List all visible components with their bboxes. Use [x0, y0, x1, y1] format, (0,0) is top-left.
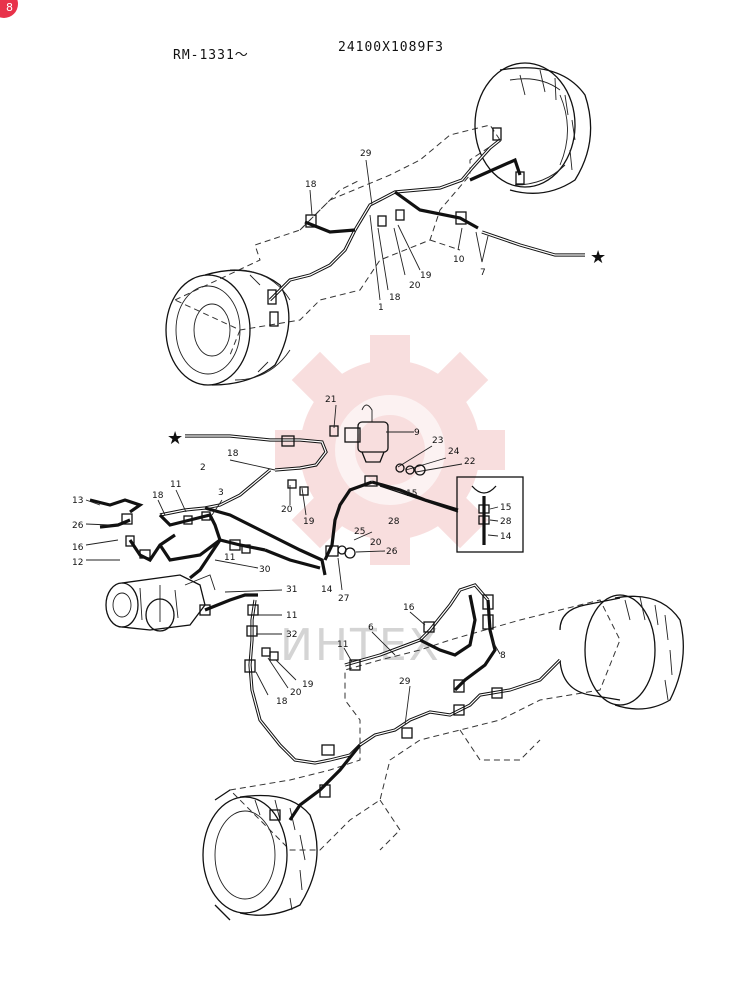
callout-23: 23	[432, 436, 443, 446]
callout-14-mid: 14	[321, 585, 333, 595]
corner-badge: 8	[0, 0, 18, 18]
callout-7-top: 7	[480, 268, 486, 278]
detail-inset-box	[456, 476, 524, 553]
callout-29-bottom: 29	[399, 677, 411, 687]
callout-18-bottom: 18	[276, 697, 288, 707]
callout-11-left-c: 11	[286, 611, 297, 621]
callout-15-mid: 15	[406, 489, 417, 499]
callout-9: 9	[414, 428, 420, 438]
callout-13: 13	[72, 496, 83, 506]
callout-31: 31	[286, 585, 297, 595]
brake-valve-assembly	[89, 498, 266, 632]
callout-20-mid-b: 20	[370, 538, 382, 548]
callout-19-bottom: 19	[302, 680, 314, 690]
watermark-gear-logo	[275, 335, 505, 565]
callout-2: 2	[200, 463, 206, 473]
callout-21: 21	[325, 395, 336, 405]
callout-10-top: 10	[453, 255, 465, 265]
part-number-label: 24100X1089F3	[338, 40, 444, 55]
callout-15-detail: 15	[500, 503, 511, 513]
callout-28-detail: 28	[500, 517, 512, 527]
callout-27: 27	[338, 594, 349, 604]
callout-3: 3	[218, 488, 224, 498]
callout-20-bottom: 20	[290, 688, 302, 698]
callout-12: 12	[72, 558, 83, 568]
star-marker-top: ★	[590, 247, 606, 268]
model-range-label: RM-1331～	[173, 48, 249, 63]
callout-16-bottom: 16	[403, 603, 415, 613]
callout-11-left: 11	[170, 480, 181, 490]
brake-fluid-reservoir	[329, 404, 389, 463]
callout-20-top: 20	[409, 281, 421, 291]
callout-30: 30	[259, 565, 271, 575]
callout-29-top: 29	[360, 149, 372, 159]
callout-14-detail: 14	[500, 532, 512, 542]
callout-1-top: 1	[378, 303, 384, 313]
rear-axle-top	[165, 62, 592, 386]
callout-18-mid: 18	[227, 449, 239, 459]
callout-18-left: 18	[152, 491, 164, 501]
callout-11-bottom: 11	[337, 640, 348, 650]
callout-8: 8	[500, 651, 506, 661]
callout-19-mid: 19	[303, 517, 315, 527]
callout-18-top: 18	[305, 180, 317, 190]
callout-28-mid: 28	[388, 517, 400, 527]
callout-16-left: 16	[72, 543, 84, 553]
callout-18-top-b: 18	[389, 293, 401, 303]
callout-20-mid: 20	[281, 505, 293, 515]
callout-26-mid: 26	[386, 547, 398, 557]
callout-19-top: 19	[420, 271, 432, 281]
star-marker-middle: ★	[167, 428, 183, 449]
callout-11-left-b: 11	[224, 553, 235, 563]
callout-26-left: 26	[72, 521, 84, 531]
callout-6: 6	[368, 623, 374, 633]
callout-24: 24	[448, 447, 460, 457]
front-axle-bottom	[202, 594, 684, 921]
callout-25: 25	[354, 527, 365, 537]
callout-22: 22	[464, 457, 475, 467]
callout-32: 32	[286, 630, 297, 640]
